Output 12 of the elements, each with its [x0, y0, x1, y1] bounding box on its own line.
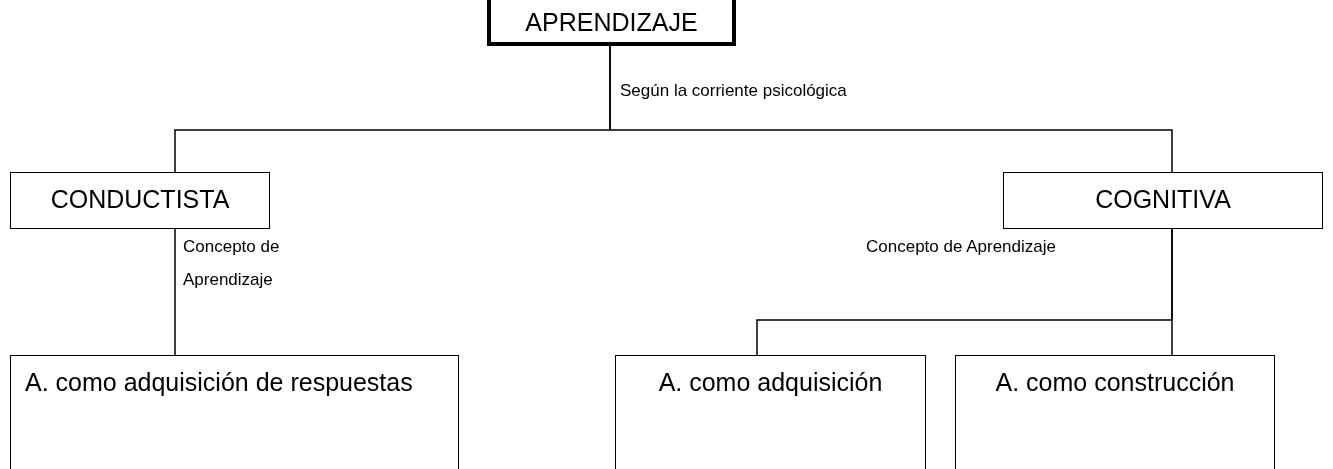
concept-box: A. como adquisición	[615, 355, 926, 469]
concept-box: A. como adquisición de respuestas	[10, 355, 459, 469]
connector-line	[174, 228, 176, 356]
concept-box: A. como construcción	[955, 355, 1275, 469]
edge-label: Concepto de Aprendizaje	[183, 236, 281, 291]
relation-label: Concepto de Aprendizaje	[866, 236, 1057, 258]
concept-box: CONDUCTISTA	[10, 172, 270, 229]
connector-line	[609, 45, 1173, 173]
connector-line	[1171, 228, 1173, 356]
concept-box: COGNITIVA	[1003, 172, 1323, 229]
concept-box: APRENDIZAJE	[487, 0, 736, 46]
relation-label: Según la corriente psicológica	[620, 80, 848, 102]
